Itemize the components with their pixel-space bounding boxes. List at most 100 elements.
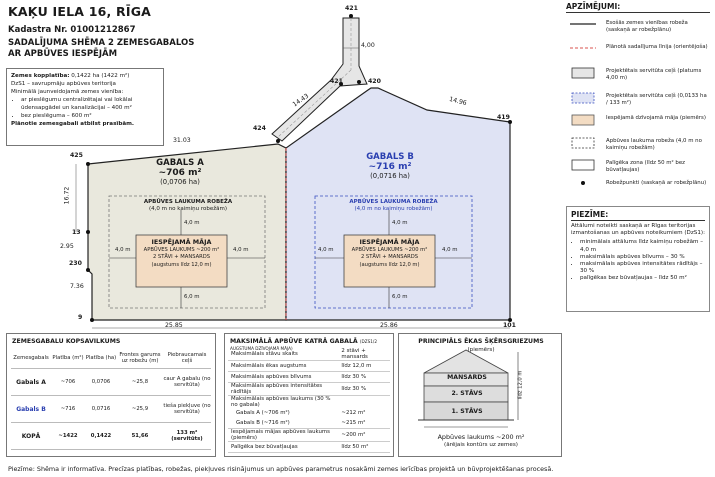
setback-a-left: 4,0 m xyxy=(115,247,131,253)
house-a xyxy=(135,234,228,288)
cell-label: Gabals B (~716 m²) xyxy=(228,418,339,429)
cell-ha: 0,0706 xyxy=(85,368,117,396)
house-a-title: IESPĒJAMĀ MĀJA xyxy=(151,238,212,246)
legend-item: Iespējamā dzīvojamā māja (piemērs) xyxy=(606,115,706,121)
min-bullet-2: bez pieslēguma – 600 m² xyxy=(21,112,159,120)
parcel-b-area-ha: (0,0716 ha) xyxy=(370,172,410,180)
build-limit-b xyxy=(314,195,473,309)
legend-item: Plānotā sadalījuma līnija (orientējoša) xyxy=(606,44,708,50)
section-caption1: Apbūves laukums ~200 m² xyxy=(437,433,525,441)
dim-295: 2.95 xyxy=(60,243,74,250)
cell-m2: ~1422 xyxy=(51,422,85,450)
note-item: maksimālais apbūves blīvums – 30 % xyxy=(580,254,705,261)
cell-name: Gabals B xyxy=(11,395,51,423)
min-title: Minimālā jaunveidojamā zemes vienība: xyxy=(11,89,124,95)
house-b-height: (augstums līdz 12,0 m) xyxy=(359,261,420,268)
dim-2585: 25.85 xyxy=(165,322,183,329)
table-row: Gabals B ~716 0,0716 ~25,9 tieša piekļuv… xyxy=(11,395,211,423)
section-panel: PRINCIPIĀLS ĒKAS ŠĶĒRSGRIEZUMS (piemērs)… xyxy=(398,333,562,457)
build-limit-b-sub: (4,0 m no kaimiņu robežām) xyxy=(354,206,433,212)
summary-header: Piebrauca­mais ceļš xyxy=(163,348,211,369)
point-101: 101 xyxy=(503,322,516,329)
cell-label: Maksimālais apbūves blīvums xyxy=(228,371,339,383)
cell-value: līdz 12,0 m xyxy=(338,360,390,372)
section-subtitle: (piemērs) xyxy=(467,347,495,353)
point-13: 13 xyxy=(72,229,81,236)
table-row: Gabals B (~716 m²)~215 m² xyxy=(228,418,390,429)
summary-title: ZEMESGABALU KOPSAVILKUMS xyxy=(12,338,121,345)
point-420: 420 xyxy=(368,78,381,85)
cadastre-number: Kadastra Nr. 01001212867 xyxy=(8,25,136,35)
area-label: Zemes kopplatība: xyxy=(11,73,70,79)
legend-title: APZĪMĒJUMI: xyxy=(566,2,710,13)
servitude-road xyxy=(271,17,368,142)
max-title-text: MAKSIMĀLĀ APBŪVE KATRĀ GABALĀ xyxy=(230,338,358,345)
max-build-panel: MAKSIMĀLĀ APBŪVE KATRĀ GABALĀ (DZS1/2 AU… xyxy=(224,333,394,457)
cell-name: Gabals A xyxy=(11,368,51,396)
legend: APZĪMĒJUMI: Esošās zemes vienības robeža… xyxy=(566,2,710,188)
cell-front: 51,66 xyxy=(117,422,163,450)
point-419: 419 xyxy=(497,114,510,121)
house-b-floors: 2 STĀVI + MANSARDS xyxy=(360,254,419,260)
cell-road: tieša piekļuve (no servitūta) xyxy=(163,395,211,423)
area-value: 0,1422 ha (1422 m²) xyxy=(71,73,130,79)
house-b-area: APBŪVES LAUKUMS ~200 m² xyxy=(351,246,428,253)
floor2-label: 2. STĀVS xyxy=(451,390,483,397)
build-limit-a xyxy=(108,195,266,309)
house-a-label: IESPĒJAMĀ MĀJA APBŪVES LAUKUMS ~200 m² 2… xyxy=(136,238,227,269)
house-b-label: IESPĒJAMĀ MĀJA APBŪVES LAUKUMS ~200 m² 2… xyxy=(344,238,435,269)
point-421-left: 421 xyxy=(330,78,343,85)
cell-value: līdz 30 % xyxy=(338,382,390,396)
min-bullet-1: ar pieslēgumu centralizētajai vai lokāla… xyxy=(21,96,159,112)
setback-b-top: 4,0 m xyxy=(392,220,408,226)
parcel-a-area-ha: (0,0706 ha) xyxy=(160,178,200,186)
dim-736: 7.36 xyxy=(70,283,84,290)
parcel-b-area xyxy=(285,87,511,321)
table-row: Gabals A (~706 m²)~212 m² xyxy=(228,408,390,418)
info-box: Zemes kopplatība: 0,1422 ha (1422 m²) Dz… xyxy=(6,68,164,146)
subtitle-line1: SADALĪJUMA SHĒMA 2 ZEMESGABALOS xyxy=(8,38,195,48)
cell-ha: 0,1422 xyxy=(85,422,117,450)
build-limit-a-sub: (4,0 m no kaimiņu robežām) xyxy=(148,206,228,212)
cell-value xyxy=(338,396,390,409)
house-a-area: APBŪVES LAUKUMS ~200 m² xyxy=(143,246,220,253)
cell-label: Iespējamais mājas apbūves laukums (piemē… xyxy=(228,428,339,442)
subtitle-line2: AR APBŪVES IESPĒJĀM xyxy=(8,49,118,59)
point-421-top: 421 xyxy=(345,5,358,12)
build-limit-b-label: APBŪVES LAUKUMA ROBEŽA (4,0 m no kaimiņu… xyxy=(315,199,472,213)
dim-road-width: 4,00 xyxy=(361,42,375,49)
summary-table: Zemesgabals Platība (m²) Platība (ha) Fr… xyxy=(11,348,211,450)
house-b-title: IESPĒJAMĀ MĀJA xyxy=(359,238,420,246)
parcel-b-label: GABALS B ~716 m² (0,0716 ha) xyxy=(350,152,430,180)
point-230: 230 xyxy=(69,260,82,267)
house-a-height: (augstums līdz 12,0 m) xyxy=(151,261,212,268)
cell-value: līdz 50 m² xyxy=(338,441,390,453)
cell-value: ~215 m² xyxy=(338,418,390,429)
mansard-label: MANSARDS xyxy=(447,374,487,381)
legend-item: Robežpunkti (saskaņā ar robežplānu) xyxy=(606,180,707,186)
note-item: palīgēkas bez būvatļaujas – līdz 50 m² xyxy=(580,275,705,282)
section-height: līdz 12,0 m xyxy=(517,370,524,400)
page-title: KAĶU IELA 16, RĪGA xyxy=(8,4,152,19)
table-row: KOPĀ ~1422 0,1422 51,66 133 m² (servitūt… xyxy=(11,422,211,450)
point-424: 424 xyxy=(253,125,266,132)
cell-front: ~25,8 xyxy=(117,368,163,396)
cell-ha: 0,0716 xyxy=(85,395,117,423)
dim-3103: 31.03 xyxy=(173,137,191,144)
section-title: PRINCIPIĀLS ĒKAS ŠĶĒRSGRIEZUMS xyxy=(418,338,544,345)
cell-road: 133 m² (servitūts) xyxy=(163,422,211,450)
house-a-floors: 2 STĀVI + MANSARDS xyxy=(152,254,211,260)
table-row: Iespējamais mājas apbūves laukums (piemē… xyxy=(228,428,390,442)
cell-m2: ~716 xyxy=(51,395,85,423)
legend-item: Projektētais servitūta ceļš (0,0133 ha /… xyxy=(606,93,707,106)
table-row: Maksimālais apbūves intensitātes rādītāj… xyxy=(228,382,390,396)
cell-value: 2 stāvi + mansards xyxy=(338,348,390,361)
section-caption2: (ārējais kontūrs uz zemes) xyxy=(444,442,518,448)
build-limit-a-label: APBŪVES LAUKUMA ROBEŽA (4,0 m no kaimiņu… xyxy=(113,199,263,213)
